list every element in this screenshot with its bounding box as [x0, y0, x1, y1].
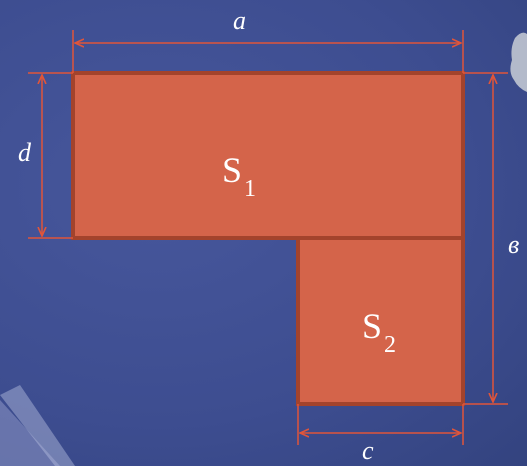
corner-decoration-bottom-left — [0, 400, 60, 466]
region-s2-label-sub: 2 — [384, 332, 397, 358]
label-c: c — [362, 436, 374, 465]
region-s1-rect — [71, 71, 465, 240]
region-s2-label: S2 — [362, 306, 396, 357]
label-b: в — [508, 230, 520, 259]
region-s1-label: S1 — [222, 150, 256, 201]
corner-decoration-top-right — [510, 32, 527, 92]
region-s2-label-main: S — [362, 306, 383, 346]
region-s1-label-sub: 1 — [244, 176, 257, 202]
region-s2-rect — [296, 236, 465, 406]
label-d: d — [18, 138, 31, 167]
region-s1-label-main: S — [222, 150, 243, 190]
corner-decoration-bottom-left-light — [0, 385, 75, 466]
label-a: a — [233, 6, 246, 35]
